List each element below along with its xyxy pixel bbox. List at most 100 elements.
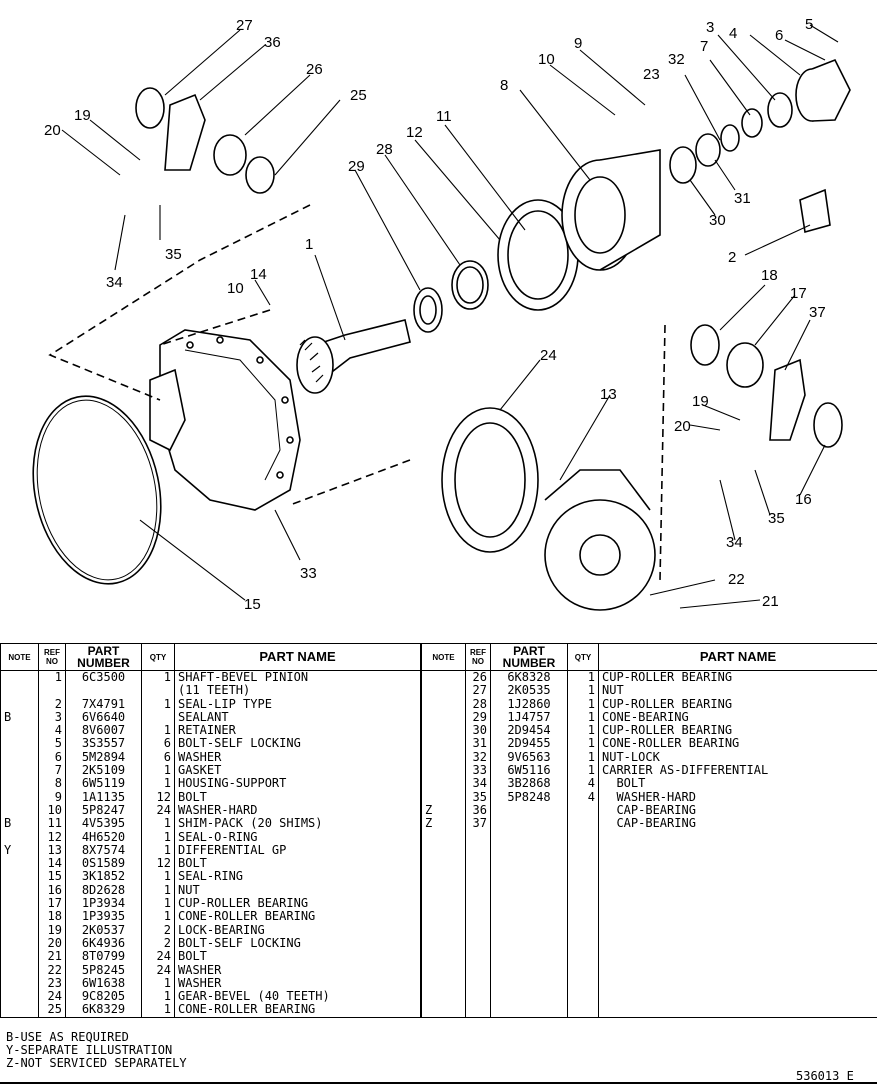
cell-empty: ​ [465, 936, 491, 951]
cell-qty: 24 [141, 950, 175, 964]
cell-qty: 1 [141, 843, 175, 858]
document-number: 536013 E [796, 1069, 854, 1083]
cell-part: 3K1852 [65, 870, 142, 884]
cell-empty: ​ [567, 843, 599, 858]
cell-part: 5P8247 [65, 803, 142, 818]
cell-empty: ​ [421, 897, 466, 911]
cell-empty: ​ [490, 910, 568, 924]
cell-empty: ​ [567, 950, 599, 964]
cell-ref: 5 [38, 737, 66, 751]
cell-note [0, 870, 39, 884]
cell-name: CONE-ROLLER BEARING [174, 910, 421, 924]
cell-qty: 4 [567, 790, 599, 804]
nut-lock-32 [741, 108, 763, 138]
callout: 13 [600, 386, 617, 403]
cell-note: Z [421, 803, 466, 818]
callout: 14 [250, 266, 267, 283]
cell-note [0, 724, 39, 738]
cell-empty: ​ [567, 990, 599, 1004]
cell-name: LOCK-BEARING [174, 923, 421, 937]
callout: 5 [805, 16, 813, 33]
cell-part: 8V6007 [65, 724, 142, 738]
cell-note [0, 1003, 39, 1018]
cell-empty: ​ [598, 870, 877, 884]
cell-name: NUT-LOCK [598, 750, 877, 765]
cell-ref: 23 [38, 976, 66, 991]
callout: 26 [306, 61, 323, 78]
cell-part: 2K0535 [490, 684, 568, 698]
cell-empty: ​ [490, 1003, 568, 1018]
cell-empty: ​ [465, 897, 491, 911]
cell-note [0, 883, 39, 898]
cell-empty: ​ [490, 870, 568, 884]
cell-qty: 12 [141, 857, 175, 871]
cell-empty: ​ [490, 963, 568, 977]
cell-part: 5P8245 [65, 963, 142, 977]
cell-note [421, 724, 466, 738]
cell-empty: ​ [598, 830, 877, 844]
cell-qty: 1 [141, 897, 175, 911]
callout: 25 [350, 87, 367, 104]
cell-empty: ​ [465, 883, 491, 898]
cell-note: B [0, 710, 39, 725]
cell-name: CONE-ROLLER BEARING [174, 1003, 421, 1018]
cell-part: 8T0799 [65, 950, 142, 964]
cell-name: CUP-ROLLER BEARING [598, 670, 877, 685]
cone-roller-bearing-25 [245, 156, 275, 194]
cell-empty: ​ [598, 976, 877, 991]
cell-name: DIFFERENTIAL GP [174, 843, 421, 858]
cell-ref: 18 [38, 910, 66, 924]
callout: 32 [668, 51, 685, 68]
cell-empty: ​ [465, 870, 491, 884]
cell-name: BOLT [174, 857, 421, 871]
cell-qty: 1 [141, 777, 175, 791]
col-ref: REF NO [38, 643, 66, 671]
cell-name: SEAL-O-RING [174, 830, 421, 844]
cell-empty: ​ [421, 990, 466, 1004]
cell-qty: 1 [567, 684, 599, 698]
cell-empty: ​ [490, 990, 568, 1004]
cell-ref: 10 [38, 803, 66, 818]
callout: 4 [729, 25, 737, 42]
cell-part: 5P8248 [490, 790, 568, 804]
cell-empty: ​ [421, 950, 466, 964]
cell-name: CARRIER AS-DIFFERENTIAL [598, 764, 877, 778]
cell-empty: ​ [465, 857, 491, 871]
cell-empty: ​ [465, 976, 491, 991]
cell-note [421, 697, 466, 711]
cell-note [0, 976, 39, 991]
cell-ref: 26 [465, 670, 491, 685]
cell-qty: 1 [567, 724, 599, 738]
cell-name: BOLT [174, 950, 421, 964]
cell-empty: ​ [490, 950, 568, 964]
cone-roller-bearing-18 [690, 324, 720, 366]
callout: 24 [540, 347, 557, 364]
table-row: (11 TEETH) [0, 684, 421, 698]
cell-part: 6K4936 [65, 936, 142, 951]
cell-qty: 24 [141, 803, 175, 818]
cell-empty: ​ [490, 843, 568, 858]
cell-qty: 1 [141, 1003, 175, 1018]
cell-part: 1P3934 [65, 897, 142, 911]
cell-ref: 6 [38, 750, 66, 765]
cell-ref: 9 [38, 790, 66, 804]
cell-empty: ​ [490, 936, 568, 951]
cell-ref: 29 [465, 710, 491, 725]
cell-name: GASKET [174, 764, 421, 778]
cell-part: 8X7574 [65, 843, 142, 858]
table-row-empty: ​​​​​ [421, 936, 877, 951]
cone-roller-bearing-31 [695, 133, 721, 167]
cell-qty [567, 803, 599, 818]
callout: 18 [761, 267, 778, 284]
parts-table-right: NOTE REF NO PART NUMBER QTY PART NAME 26… [421, 643, 877, 1018]
cell-ref: 7 [38, 764, 66, 778]
cell-part: 2K0537 [65, 923, 142, 937]
cell-empty: ​ [598, 897, 877, 911]
